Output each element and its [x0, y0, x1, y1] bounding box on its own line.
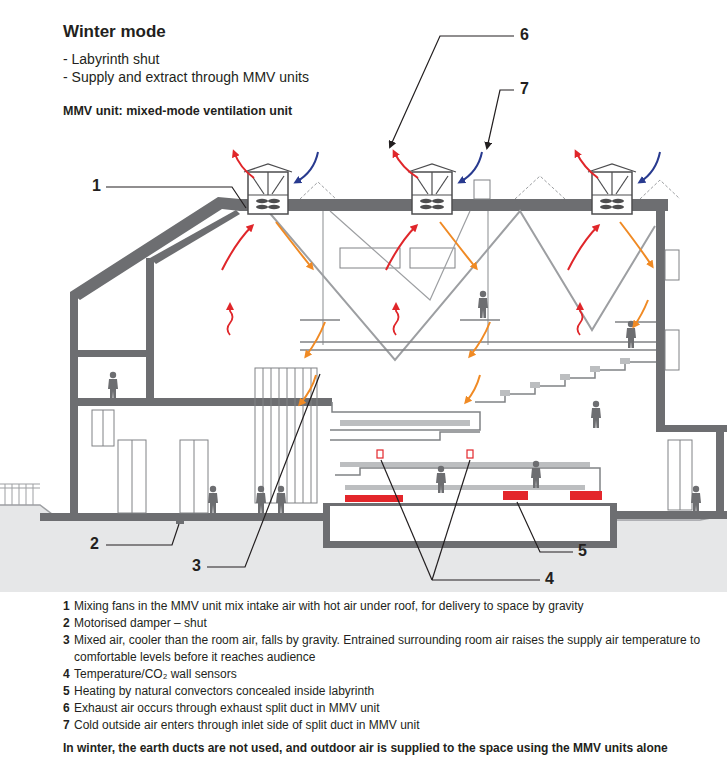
callout-number-wrap: 7 [520, 80, 529, 98]
note-text: Cold outside air enters through inlet si… [74, 717, 718, 734]
note-row: 2Motorised damper – shut [63, 615, 718, 632]
note-text: Heating by natural convectors concealed … [74, 683, 718, 700]
definition: MMV unit: mixed-mode ventilation unit [63, 104, 292, 118]
note-number: 5 [63, 683, 74, 700]
callout-number-wrap: 3 [192, 557, 201, 575]
callout-number-wrap: 6 [520, 26, 529, 44]
title-wrap: Winter mode [63, 22, 166, 42]
bullet-line: - Supply and extract through MMV units [63, 69, 309, 85]
note-number: 3 [63, 632, 74, 649]
callout-number-wrap: 4 [545, 570, 554, 588]
callout-number: 5 [578, 542, 587, 559]
note-text: Exhaust air occurs through exhaust split… [74, 700, 718, 717]
bullet-line-wrap: - Labyrinth shut [63, 50, 160, 68]
note-number: 2 [63, 615, 74, 632]
note-text: Temperature/CO₂ wall sensors [74, 666, 718, 683]
note-row: 6Exhaust air occurs through exhaust spli… [63, 700, 718, 717]
note-row: 1Mixing fans in the MMV unit mix intake … [63, 598, 718, 615]
bullet-line-wrap: - Supply and extract through MMV units [63, 68, 309, 86]
callout-number: 4 [545, 570, 554, 587]
note-text: Motorised damper – shut [74, 615, 718, 632]
callout-number: 7 [520, 80, 529, 97]
callout-number: 6 [520, 26, 529, 43]
caption: In winter, the earth ducts are not used,… [63, 740, 718, 757]
note-text: Mixing fans in the MMV unit mix intake a… [74, 598, 718, 615]
notes-list: 1Mixing fans in the MMV unit mix intake … [63, 598, 718, 757]
definition-wrap: MMV unit: mixed-mode ventilation unit [63, 101, 292, 119]
callout-number: 3 [192, 557, 201, 574]
bullet-line: - Labyrinth shut [63, 51, 160, 67]
note-row: 7Cold outside air enters through inlet s… [63, 717, 718, 734]
note-row: 4Temperature/CO₂ wall sensors [63, 666, 718, 683]
note-text: Mixed air, cooler than the room air, fal… [74, 632, 718, 666]
note-number: 1 [63, 598, 74, 615]
callout-number: 1 [92, 177, 101, 194]
callout-number-wrap: 5 [578, 542, 587, 560]
note-number: 4 [63, 666, 74, 683]
note-number: 6 [63, 700, 74, 717]
callout-number-wrap: 2 [90, 535, 99, 553]
title: Winter mode [63, 22, 166, 41]
note-row: 5Heating by natural convectors concealed… [63, 683, 718, 700]
callout-number-wrap: 1 [92, 177, 101, 195]
callout-number: 2 [90, 535, 99, 552]
note-number: 7 [63, 717, 74, 734]
note-row: 3Mixed air, cooler than the room air, fa… [63, 632, 718, 666]
